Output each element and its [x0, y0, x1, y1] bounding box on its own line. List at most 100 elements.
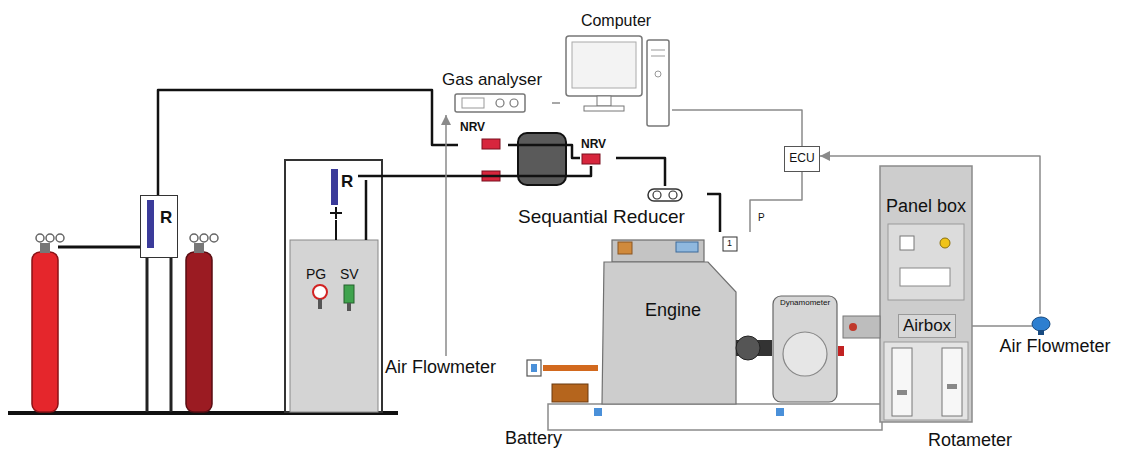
- gas-cabinet: [313, 285, 327, 299]
- non-return-valve: NRV: [458, 120, 508, 152]
- test-bed-base: [776, 408, 784, 416]
- air-flowmeter-unit: [527, 360, 541, 376]
- dynamometer-body: [783, 332, 827, 376]
- gas-cabinet: [335, 207, 337, 219]
- gas-analyser: Gas analyser: [442, 70, 552, 115]
- test-bed-base: [548, 404, 882, 430]
- air-flowmeter-unit: [527, 360, 541, 376]
- gas-cylinder: [32, 252, 58, 412]
- ecu-box: ECU: [784, 146, 820, 172]
- gas-cylinder: [186, 252, 212, 412]
- gas-analyser-unit: [462, 98, 484, 108]
- pipe-connector: [508, 145, 580, 158]
- node-label: Sequantial Reducer: [518, 206, 685, 228]
- engine: Engine: [598, 232, 770, 408]
- pressure-regulator: R: [328, 166, 358, 206]
- air-flowmeter-unit: [1032, 317, 1050, 331]
- airbox-housing: [843, 316, 880, 338]
- test-bed-base: [594, 408, 602, 416]
- pipe-connector: [707, 194, 720, 232]
- gas-cylinder: [210, 234, 218, 242]
- computer: Computer: [560, 8, 672, 130]
- panel-cabinet: [900, 268, 950, 286]
- dynamometer: Dynamometer: [772, 292, 838, 402]
- engine-body: [602, 262, 736, 404]
- gas-cabinet: [318, 299, 322, 309]
- node-label: Battery: [505, 428, 562, 449]
- airbox-housing: [843, 316, 880, 338]
- panel-cabinet: [942, 348, 962, 416]
- valve-label: SV: [340, 266, 359, 282]
- sequential-reducer: Sequantial Reducer: [515, 186, 707, 230]
- panel-cabinet: [947, 384, 957, 389]
- panel-cabinet: [897, 390, 907, 395]
- node-label: Gas analyser: [442, 70, 542, 90]
- gas-cabinet: [331, 169, 338, 205]
- gas-cabinet: [290, 240, 378, 412]
- gas-cylinder: [32, 234, 64, 412]
- gas-analyser-unit: [455, 94, 525, 112]
- panel-cabinet: [880, 166, 972, 422]
- gas-cylinder: [200, 234, 208, 242]
- regulator-stand: [146, 258, 149, 412]
- node-label: Panel box: [886, 196, 966, 217]
- air-flowmeter-unit: [985, 317, 1050, 335]
- gas-cabinet: [285, 160, 382, 412]
- pipe-connector: [616, 158, 665, 186]
- air-flowmeter-unit: [985, 325, 1032, 327]
- gas-pipe: [58, 247, 140, 248]
- air-flowmeter: Air Flowmeter: [985, 314, 1125, 360]
- pipe-connector: [750, 172, 802, 232]
- test-bed-base: [548, 404, 882, 430]
- engine-body: [602, 237, 772, 404]
- gas-cabinet: [347, 303, 351, 311]
- sensor-label: P: [758, 212, 765, 224]
- computer-unit: [572, 42, 636, 88]
- node-label: NRV: [581, 138, 606, 152]
- regulator-stand: [147, 200, 171, 412]
- gas-cabinet: [365, 180, 368, 240]
- battery-box: [552, 384, 588, 402]
- gas-cabinet: [344, 285, 354, 303]
- computer-unit: [647, 40, 669, 126]
- gas-cylinder: [186, 234, 218, 412]
- gauge-label: PG: [306, 266, 326, 282]
- panel-cabinet: [940, 238, 950, 248]
- computer-unit: [655, 71, 661, 77]
- callout-number: 1: [727, 238, 732, 248]
- gas-cylinder: [194, 243, 204, 253]
- gas-cabinet: [335, 220, 337, 240]
- node-label: Dynamometer: [780, 298, 830, 307]
- computer-unit: [566, 36, 669, 126]
- pipe-connector: [820, 156, 1040, 314]
- pipe-connector: [158, 90, 458, 195]
- pipe-connector: [672, 110, 802, 146]
- pipe-connector: [552, 102, 560, 104]
- airbox: Airbox: [898, 314, 956, 338]
- non-return-valve: [582, 154, 600, 164]
- gas-analyser-unit: [510, 99, 518, 107]
- engine-body: [612, 240, 704, 262]
- battery-box: [552, 384, 588, 402]
- pipe-connector: [543, 365, 598, 371]
- battery: Battery: [503, 382, 591, 452]
- gas-pipe: [58, 246, 140, 249]
- pipe-connector: [972, 325, 985, 327]
- engine-body: [676, 242, 698, 252]
- pipe-connector: [445, 115, 447, 356]
- gas-cylinder: [56, 234, 64, 242]
- pipe-connector: [358, 166, 591, 176]
- gas-cylinder: [36, 234, 44, 242]
- reducer-unit: [648, 189, 682, 201]
- gas-cylinder: [190, 234, 198, 242]
- node-label: R: [160, 208, 172, 228]
- non-return-valve: NRV: [580, 138, 616, 166]
- panel-cabinet: [888, 224, 964, 300]
- engine-body: [736, 336, 760, 360]
- reducer-unit: [653, 191, 661, 199]
- panel-cabinet: [892, 348, 912, 416]
- computer-unit: [566, 36, 642, 96]
- gas-cylinder: [46, 234, 54, 242]
